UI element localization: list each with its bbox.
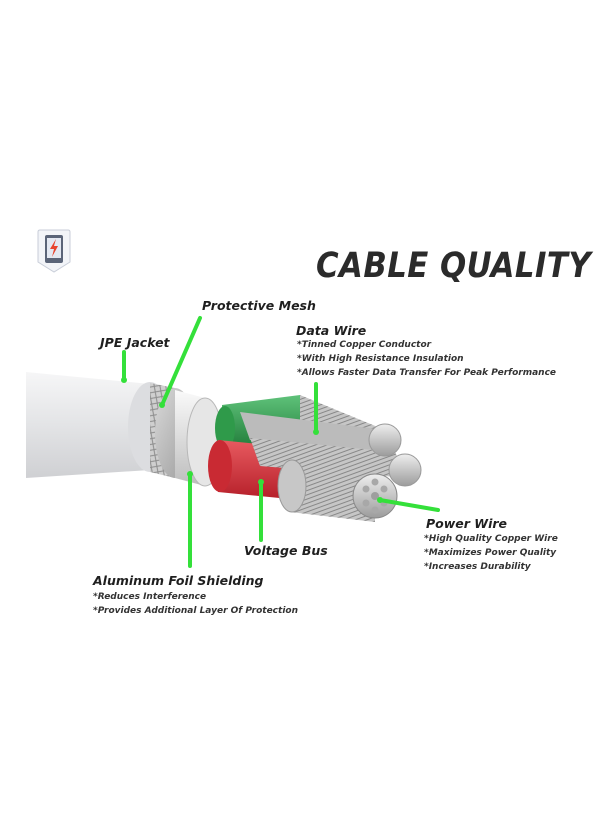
power-wire-conductor (277, 459, 398, 522)
protective-mesh-leader (160, 316, 202, 407)
power-wire-bullet: *Increases Durability (424, 562, 531, 572)
data-wire-leader-dot (313, 429, 319, 435)
data-wire-bullet: *Tinned Copper Conductor (297, 340, 432, 350)
jpe-jacket-label: JPE Jacket (100, 335, 170, 350)
power-wire-leader (378, 498, 440, 512)
power-wire-bullet: *Maximizes Power Quality (424, 548, 557, 558)
data-wire-bullet: *Allows Faster Data Transfer For Peak Pe… (297, 368, 557, 378)
phone-charging-logo-icon (37, 229, 71, 273)
power-wire-bullet: *High Quality Copper Wire (424, 534, 558, 544)
data-wire-label: Data Wire (296, 323, 367, 338)
voltage-bus-label: Voltage Bus (244, 543, 328, 558)
aluminum-foil-label: Aluminum Foil Shielding (93, 573, 264, 588)
power-wire-leader-dot (377, 497, 383, 503)
aluminum-foil-leader-dot (187, 471, 193, 477)
aluminum-foil-bullet: *Provides Additional Layer Of Protection (93, 606, 298, 616)
aluminum-foil-bullets: *Reduces Interference *Provides Addition… (93, 590, 298, 618)
data-wire-bullet: *With High Resistance Insulation (297, 354, 464, 364)
data-wire-bullets: *Tinned Copper Conductor *With High Resi… (297, 338, 556, 380)
protective-mesh-label: Protective Mesh (202, 298, 316, 313)
voltage-bus-leader-dot (258, 479, 264, 485)
power-wire-label: Power Wire (426, 516, 508, 531)
jpe-jacket-leader-dot (121, 377, 127, 383)
page-title: CABLE QUALITY (316, 246, 592, 286)
power-wire-bullets: *High Quality Copper Wire *Maximizes Pow… (424, 532, 558, 574)
protective-mesh-leader-dot (159, 402, 165, 408)
aluminum-foil-bullet: *Reduces Interference (93, 592, 207, 602)
